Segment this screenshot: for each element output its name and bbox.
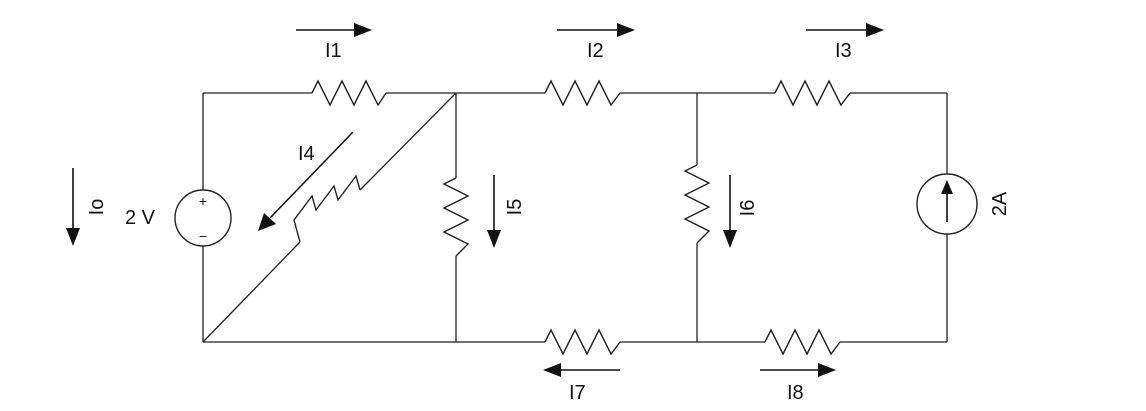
arrow-head-down-icon (723, 230, 737, 248)
current-label-io: Io (86, 199, 108, 216)
current-arrow-i1 (296, 23, 372, 37)
wires (202, 92, 948, 343)
current-label-i2: I2 (587, 40, 604, 62)
resistor-r7 (544, 328, 621, 356)
current-arrow-i4 (258, 131, 354, 231)
current-label-i1: I1 (325, 40, 342, 62)
current-arrow-io (66, 168, 80, 246)
arrow-head-down-icon (66, 228, 80, 246)
voltage-source-circle (174, 189, 232, 247)
resistors (293, 79, 851, 356)
resistor-r8 (764, 328, 841, 356)
voltage-source-value: 2 V (125, 207, 156, 229)
resistor-r6 (683, 164, 711, 244)
resistor-r4 (293, 174, 361, 243)
arrow-head-right-icon (866, 23, 884, 37)
arrow-head-right-icon (354, 23, 372, 37)
current-label-i4: I4 (298, 143, 315, 165)
arrow-head-right-icon (617, 23, 635, 37)
current-arrow-i6 (723, 175, 737, 248)
current-arrow-i8 (760, 363, 836, 377)
current-label-i3: I3 (835, 40, 852, 62)
current-source-value: 2A (989, 191, 1011, 216)
current-label-i5: I5 (504, 199, 526, 216)
current-label-i6: I6 (737, 200, 759, 217)
current-arrow-i3 (806, 23, 884, 37)
wire-diagonal-lower (202, 241, 301, 343)
current-label-i7: I7 (569, 382, 586, 404)
arrow-head-down-icon (487, 230, 501, 248)
arrow-head-left-icon (543, 363, 561, 377)
current-arrow-i5 (487, 175, 501, 248)
current-source (916, 173, 978, 235)
current-arrow-i2 (557, 23, 635, 37)
voltage-source: + − (174, 189, 232, 247)
arrow-head-right-icon (818, 363, 836, 377)
wire-diagonal-upper (359, 92, 457, 191)
voltage-plus-sign: + (199, 193, 207, 209)
resistor-r2 (544, 79, 621, 107)
current-label-i8: I8 (787, 382, 804, 404)
resistor-r5 (442, 177, 470, 257)
resistor-r1 (311, 79, 387, 107)
voltage-minus-sign: − (199, 228, 207, 244)
arrow-head-diagonal-icon (258, 213, 276, 231)
current-arrow-i7 (543, 363, 620, 377)
current-source-arrow-head (941, 180, 953, 194)
resistor-r3 (774, 79, 851, 107)
